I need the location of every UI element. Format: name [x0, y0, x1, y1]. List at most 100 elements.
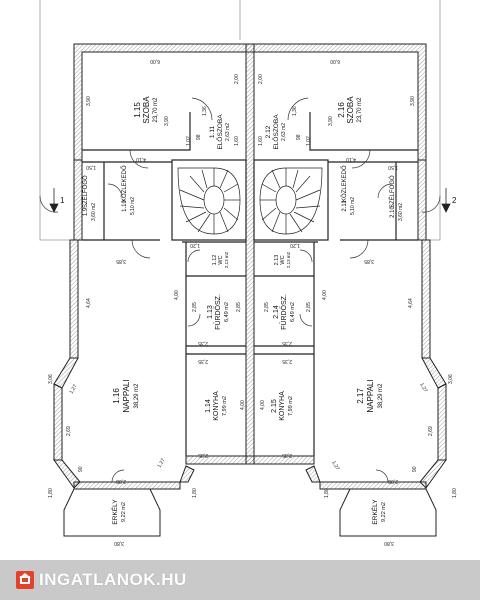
room-name: ELŐSZOBA [215, 114, 224, 150]
dim-label: 3,85 [116, 258, 126, 264]
dim-label: 1,27 [69, 383, 79, 395]
room-name: ERKÉLY [370, 499, 379, 525]
room-area: 2,13 m2 [286, 251, 291, 268]
room-area: 5,10 m2 [130, 197, 136, 215]
room-area: 9,22 m2 [381, 502, 387, 522]
room-area: 3,60 m2 [91, 203, 97, 221]
room-area: 6,49 m2 [224, 302, 230, 322]
room-name: KÖZLEKEDŐ [341, 165, 348, 202]
dim-label: 4,00 [322, 290, 328, 300]
room-area: 38,29 m2 [134, 383, 140, 409]
dim-label: 2,35 [198, 358, 208, 364]
room-number: 1.9 [83, 207, 89, 216]
dim-label: 2,00 [258, 74, 264, 84]
dim-label: 3,85 [364, 258, 374, 264]
room-2-11: 2.11 KÖZLEKEDŐ 5,10 m2 [341, 165, 356, 215]
dim-label: 2,35 [282, 358, 292, 364]
room-number: 1.15 [133, 102, 142, 118]
dim-label: 1,80 [324, 488, 330, 498]
dim-label: 1,60 [234, 136, 240, 146]
room-area: 23,70 m2 [153, 97, 159, 123]
dimension-labels: 6,00 6,00 3,90 3,90 3,90 3,90 2,00 2,00 … [48, 58, 458, 546]
dim-label: 4,64 [408, 298, 414, 308]
dim-label: 1,02 [306, 136, 312, 146]
dim-label: 4,10 [346, 156, 356, 162]
dim-label: 2,85 [192, 302, 198, 312]
staircase-left [177, 167, 241, 235]
room-number: 1.14 [205, 399, 212, 413]
dim-label: 3,80 [384, 540, 394, 546]
dim-label: 98 [196, 134, 202, 140]
room-1-10: 1.10 KÖZLEKEDŐ 5,10 m2 [121, 165, 136, 215]
room-name: ELŐSZOBA [271, 114, 280, 150]
section-markers [49, 188, 451, 213]
dim-label: 4,00 [240, 400, 246, 410]
dim-label: 90 [412, 466, 418, 472]
room-1-14: 1.14 KONYHA 7,99 m2 [205, 391, 228, 421]
dim-label: 1,36 [202, 106, 208, 116]
dim-label: 4,64 [86, 298, 92, 308]
dim-label: 2,08 [388, 478, 398, 484]
dim-label: 2,85 [236, 302, 242, 312]
party-wall [245, 43, 255, 465]
room-area: 2,63 m2 [225, 123, 231, 141]
room-area: 7,99 m2 [222, 396, 228, 416]
room-2-16: 2.16 SZOBA 23,70 m2 [337, 96, 363, 124]
dim-label: 1,80 [452, 488, 458, 498]
section-marker-2: 2 [452, 196, 457, 205]
house-icon [16, 571, 34, 589]
room-number: 2.10 [390, 206, 396, 218]
dim-label: 4,00 [260, 400, 266, 410]
dim-label: 2,69 [66, 426, 72, 436]
room-name: KONYHA [213, 391, 220, 421]
room-number: 1.13 [207, 305, 214, 319]
room-name: KÖZLEKEDŐ [121, 165, 128, 202]
dim-label: 6,00 [150, 58, 160, 64]
room-area: 5,10 m2 [350, 197, 356, 215]
room-number: 2.11 [342, 200, 348, 212]
room-number: 2.16 [337, 102, 346, 118]
staircase-right [259, 167, 323, 235]
dim-label: 1,02 [186, 136, 192, 146]
room-area: 7,99 m2 [288, 396, 294, 416]
dim-label: 6,00 [330, 58, 340, 64]
room-name: NAPPALI [122, 379, 131, 412]
room-area: 6,49 m2 [290, 302, 296, 322]
room-name: NAPPALI [366, 379, 375, 412]
dim-label: 2,00 [234, 74, 240, 84]
room-number: 1.11 [209, 126, 216, 139]
room-name: KONYHA [279, 391, 286, 421]
section-marker-1: 1 [60, 196, 65, 205]
room-number: 1.10 [122, 200, 128, 212]
room-area: 2,13 m2 [224, 251, 229, 268]
room-1-9: 1.9 SZÉLFOGÓ 3,60 m2 [82, 175, 97, 221]
room-1-11: 1.11 ELŐSZOBA 2,63 m2 [209, 114, 231, 150]
room-name: ERKÉLY [110, 499, 119, 525]
room-number: 2.17 [356, 388, 365, 404]
dim-label: 2,35 [282, 340, 292, 346]
dim-label: 1,20 [290, 242, 300, 248]
dim-label: 3,06 [448, 374, 454, 384]
room-2-13: 2.13 WC 2,13 m2 [274, 251, 291, 268]
dim-label: 3,90 [86, 96, 92, 106]
room-area: 3,60 m2 [398, 203, 404, 221]
dim-label: 3,80 [114, 540, 124, 546]
room-1-15: 1.15 SZOBA 23,70 m2 [133, 96, 159, 124]
room-number: 2.14 [273, 305, 280, 319]
dim-label: 90 [78, 466, 84, 472]
balcony-right: ERKÉLY 9,22 m2 [370, 499, 387, 525]
room-area: 2,63 m2 [281, 123, 287, 141]
dim-label: 3,90 [410, 96, 416, 106]
room-1-13: 1.13 FÜRDŐSZ. 6,49 m2 [207, 294, 230, 330]
dim-label: 3,06 [48, 374, 54, 384]
dim-label: 1,80 [192, 488, 198, 498]
room-name: FÜRDŐSZ. [279, 294, 288, 330]
room-2-14: 2.14 FÜRDŐSZ. 6,49 m2 [273, 294, 296, 330]
room-number: 1.16 [112, 388, 121, 404]
dim-label: 4,00 [174, 290, 180, 300]
floor-plan: 1 2 1.15 SZOBA 23,70 m2 2.16 SZOBA 23,70… [39, 0, 458, 546]
dim-label: 2,35 [282, 452, 292, 458]
room-area: 23,70 m2 [357, 97, 363, 123]
dim-label: 1,50 [388, 164, 398, 170]
dim-label: 3,90 [328, 116, 334, 126]
